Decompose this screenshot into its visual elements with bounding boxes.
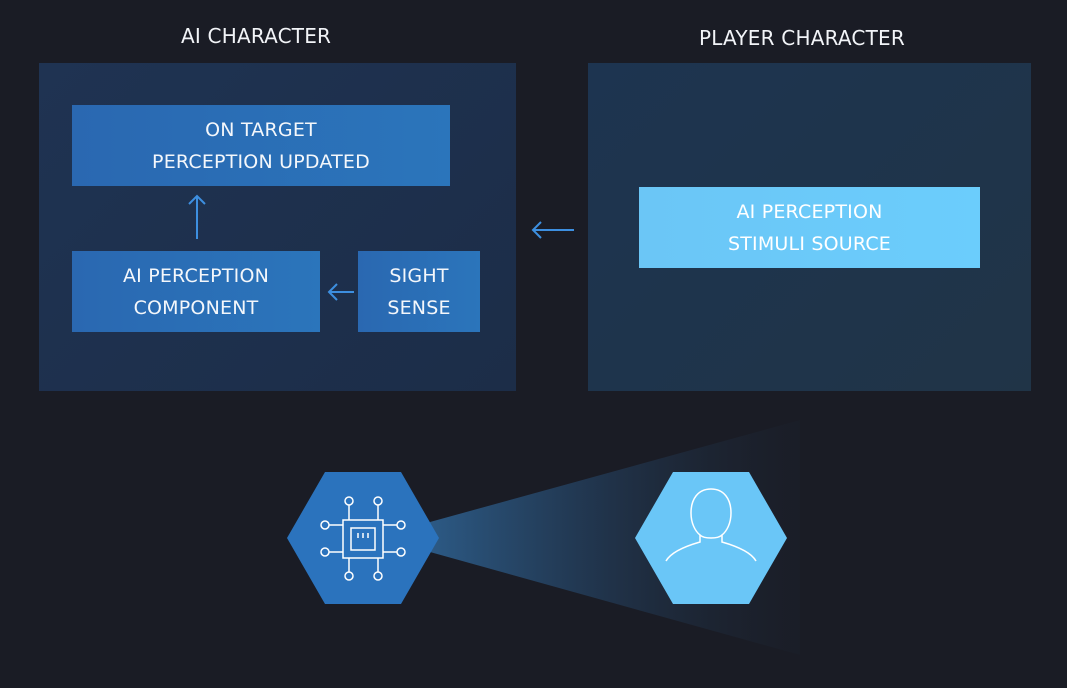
ai-perception-stimuli-source-box: AI PERCEPTION STIMULI SOURCE	[639, 187, 980, 268]
player-hexagon	[635, 472, 787, 604]
sight-sense-line-1: SIGHT	[389, 264, 449, 287]
ai-character-title: AI CHARACTER	[181, 24, 332, 48]
player-character-title: PLAYER CHARACTER	[699, 26, 905, 50]
on-target-line-2: PERCEPTION UPDATED	[152, 150, 370, 173]
sight-sense-box: SIGHT SENSE	[358, 251, 480, 332]
ai-hexagon	[287, 472, 439, 604]
person-icon	[665, 488, 757, 562]
stimuli-source-line-2: STIMULI SOURCE	[727, 232, 892, 255]
arrow-left-large-icon	[531, 221, 574, 239]
on-target-line-1: ON TARGET	[205, 118, 317, 141]
chip-icon	[320, 496, 406, 581]
on-target-perception-updated-box: ON TARGET PERCEPTION UPDATED	[72, 105, 450, 186]
ai-perception-component-box: AI PERCEPTION COMPONENT	[72, 251, 320, 332]
stimuli-source-line-1: AI PERCEPTION	[736, 200, 883, 223]
arrow-up-icon	[188, 194, 206, 239]
arrow-left-small-icon	[327, 283, 354, 301]
perception-component-line-2: COMPONENT	[133, 296, 259, 319]
perception-component-line-1: AI PERCEPTION	[122, 264, 270, 287]
sight-sense-line-2: SENSE	[387, 296, 451, 319]
